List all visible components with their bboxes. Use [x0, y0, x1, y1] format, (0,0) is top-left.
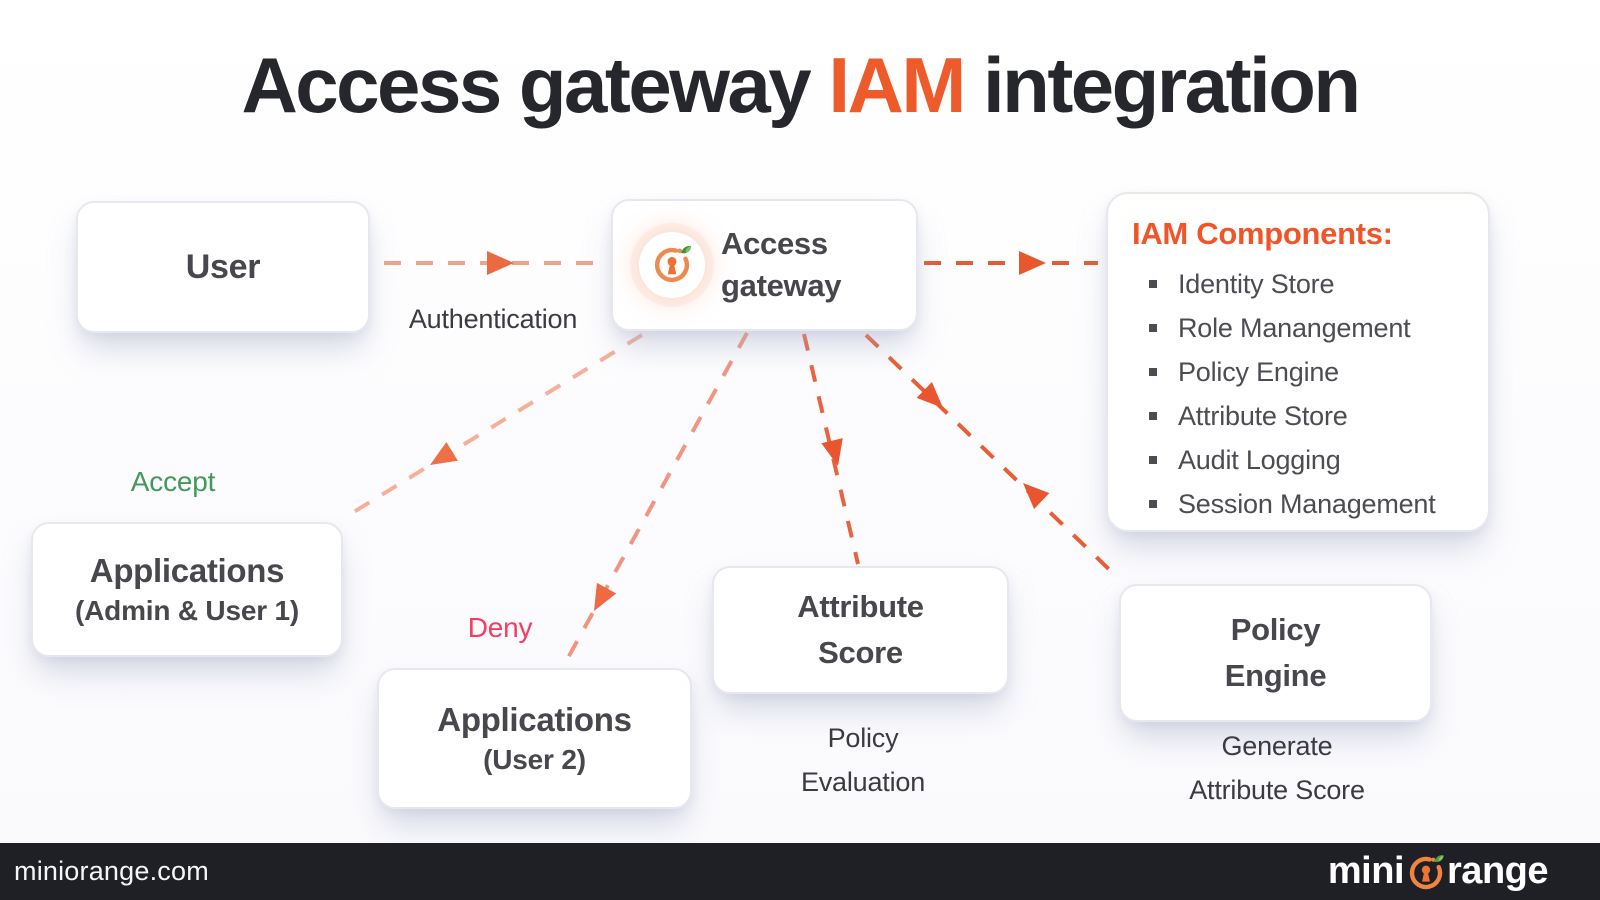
footer-site-url: miniorange.com [14, 856, 209, 886]
policy-evaluation-line2: Evaluation [800, 767, 926, 797]
node-attribute-score: Attribute Score [712, 566, 1009, 694]
iam-item-label: Role Manangement [1178, 312, 1411, 343]
brand-text-mini: mini [1327, 850, 1405, 892]
apps-admin-label-line2: (Admin & User 1) [75, 594, 299, 626]
title-highlight: IAM [828, 41, 966, 129]
footer-bar: miniorange.com mini range [0, 843, 1600, 900]
title-suffix: integration [963, 41, 1361, 129]
list-item: Policy Engine [1132, 350, 1436, 394]
brand-text-range: range [1447, 850, 1548, 892]
arrowhead-up-left-icon [1023, 483, 1050, 509]
square-bullet-icon [1149, 412, 1157, 420]
page-title: Access gateway IAM integration [0, 40, 1600, 131]
square-bullet-icon [1149, 368, 1157, 376]
policy-engine-line2: Engine [1224, 658, 1327, 693]
attribute-score-line2: Score [818, 635, 903, 670]
policy-engine-line1: Policy [1230, 611, 1321, 647]
edge-label-authentication: Authentication [408, 304, 578, 334]
node-user-label: User [185, 247, 261, 286]
arrowhead-right-icon [1019, 251, 1046, 275]
arrowhead-down-left-icon [430, 442, 458, 465]
miniorange-logo: mini range [1327, 850, 1549, 893]
apps-admin-label-line1: Applications [89, 551, 285, 589]
list-item: Audit Logging [1132, 438, 1436, 482]
title-prefix: Access gateway [241, 41, 829, 129]
gateway-label-line1: Access [721, 226, 828, 262]
edge-label-accept: Accept [130, 466, 216, 497]
iam-components-list: Identity Store Role Manangement Policy E… [1132, 262, 1436, 526]
square-bullet-icon [1149, 324, 1157, 332]
node-user: User [76, 201, 370, 333]
generate-line2: Attribute Score [1189, 775, 1365, 805]
arrowhead-down-icon [821, 438, 843, 466]
keyhole-orange-gateway-icon [639, 232, 705, 298]
iam-item-label: Session Management [1178, 488, 1436, 519]
arrowhead-down-left-icon [594, 582, 617, 611]
iam-item-label: Attribute Store [1178, 400, 1348, 431]
node-applications-admin-user1: Applications (Admin & User 1) [31, 522, 343, 657]
square-bullet-icon [1149, 456, 1157, 464]
list-item: Identity Store [1132, 262, 1436, 306]
iam-item-label: Policy Engine [1178, 356, 1339, 387]
gateway-label-line2: gateway [721, 268, 842, 303]
square-bullet-icon [1149, 280, 1157, 288]
generate-line1: Generate [1221, 731, 1333, 761]
edge-label-policy-evaluation: Policy Evaluation [738, 716, 988, 804]
square-bullet-icon [1149, 500, 1157, 508]
arrow-gateway-policy-engine-bidirectional [864, 333, 1118, 578]
arrowhead-down-right-icon [916, 382, 943, 408]
apps-user2-label-line1: Applications [437, 700, 632, 738]
node-iam-components: IAM Components: Identity Store Role Mana… [1106, 192, 1490, 532]
node-access-gateway: Access gateway [611, 199, 918, 331]
node-policy-engine: Policy Engine [1119, 584, 1432, 722]
arrow-gateway-to-iam [924, 251, 1098, 275]
list-item: Attribute Store [1132, 394, 1436, 438]
iam-item-label: Audit Logging [1178, 444, 1341, 475]
edge-label-generate-attribute-score: Generate Attribute Score [1122, 724, 1432, 812]
miniorange-keyhole-o-icon [1409, 854, 1444, 889]
node-access-gateway-label: Access gateway [721, 223, 842, 307]
arrow-user-to-gateway [384, 251, 604, 275]
edge-label-deny: Deny [467, 612, 533, 643]
iam-item-label: Identity Store [1178, 268, 1335, 299]
arrow-gateway-to-attribute-score [802, 333, 860, 565]
iam-components-title: IAM Components: [1132, 216, 1393, 251]
list-item: Role Manangement [1132, 306, 1436, 350]
apps-user2-label-line2: (User 2) [483, 743, 586, 775]
arrowhead-right-icon [487, 251, 514, 275]
attribute-score-line1: Attribute [797, 588, 924, 624]
list-item: Session Management [1132, 482, 1436, 526]
arrow-gateway-to-apps-admin-accept [342, 333, 644, 520]
policy-evaluation-line1: Policy [827, 723, 899, 753]
node-applications-user2: Applications (User 2) [377, 668, 692, 809]
